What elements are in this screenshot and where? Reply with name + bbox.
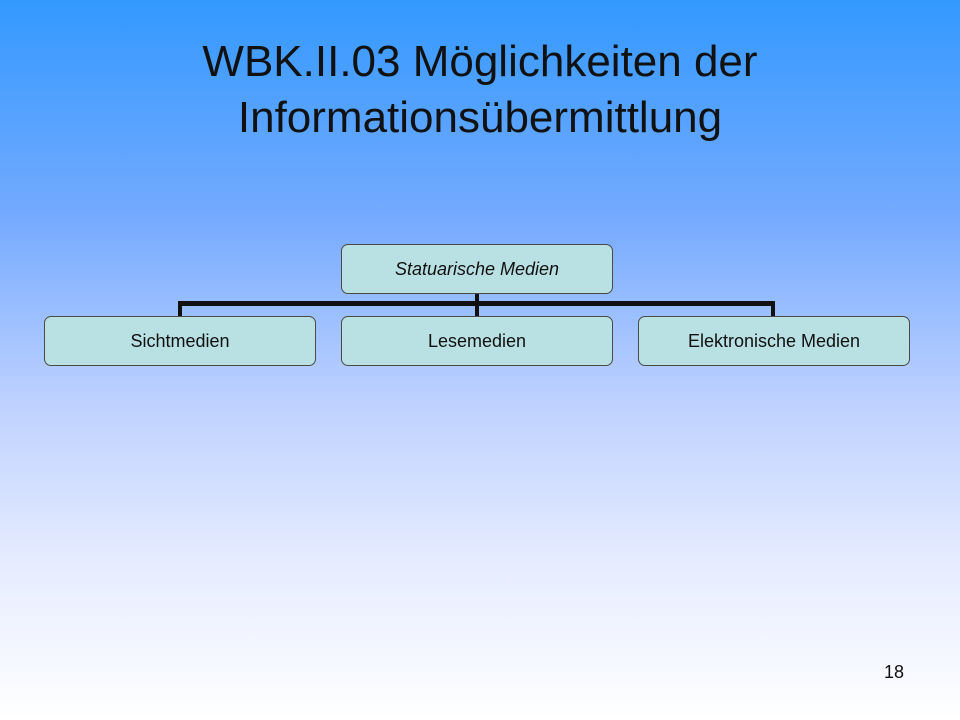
slide-title-line-2: Informationsübermittlung — [237, 93, 723, 142]
slide-title-line-1: WBK.II.03 Möglichkeiten der — [202, 37, 758, 86]
org-node-sichtmedien: Sichtmedien — [44, 316, 316, 366]
connector-drop-elektronische-medien — [771, 301, 775, 316]
connector-drop-sichtmedien — [178, 301, 182, 316]
connector-drop-lesemedien — [475, 301, 479, 316]
org-node-lesemedien: Lesemedien — [341, 316, 613, 366]
connector-root-stem — [475, 294, 479, 304]
slide-title: WBK.II.03 Möglichkeiten der Informations… — [0, 34, 960, 146]
org-node-elektronische-medien: Elektronische Medien — [638, 316, 910, 366]
org-node-root: Statuarische Medien — [341, 244, 613, 294]
page-number: 18 — [883, 662, 904, 682]
